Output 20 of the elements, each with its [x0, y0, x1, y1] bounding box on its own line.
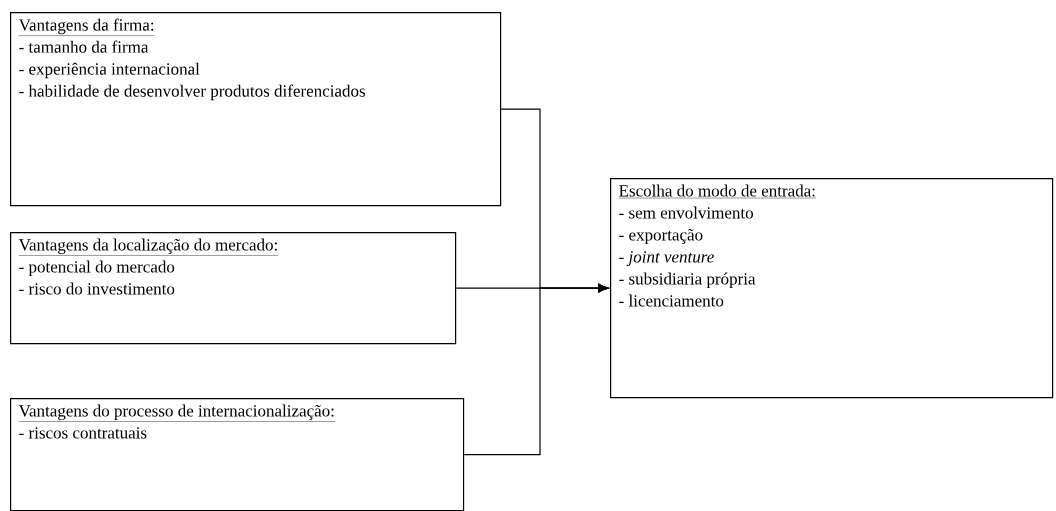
list-item: - subsidiaria própria: [619, 272, 756, 288]
list-item: - potencial do mercado: [19, 260, 175, 276]
text-box: [10, 232, 457, 345]
box-heading: Escolha do modo de entrada:: [618, 184, 817, 199]
list-item: - experiência internacional: [19, 62, 200, 79]
list-item: - sem envolvimento: [619, 206, 753, 219]
list-item: - licenciamento: [619, 294, 724, 307]
text-box: [10, 398, 465, 511]
list-item: - riscos contratuais: [19, 427, 147, 439]
list-item: - joint venture: [619, 251, 714, 266]
box-heading: Vantagens da firma:: [18, 18, 155, 36]
list-item: - exportação: [619, 228, 703, 244]
arrow: [463, 283, 609, 456]
list-item: - tamanho da firma: [19, 40, 149, 53]
list-item: - habilidade de desenvolver produtos diferenciados: [19, 84, 365, 101]
box-heading: Vantagens do processo de internacionalização:: [18, 404, 336, 422]
text-box: [10, 12, 502, 207]
box-heading: Vantagens da localização do mercado:: [18, 238, 279, 256]
list-item: - risco do investimento: [19, 282, 175, 295]
text-box: [610, 178, 1054, 399]
